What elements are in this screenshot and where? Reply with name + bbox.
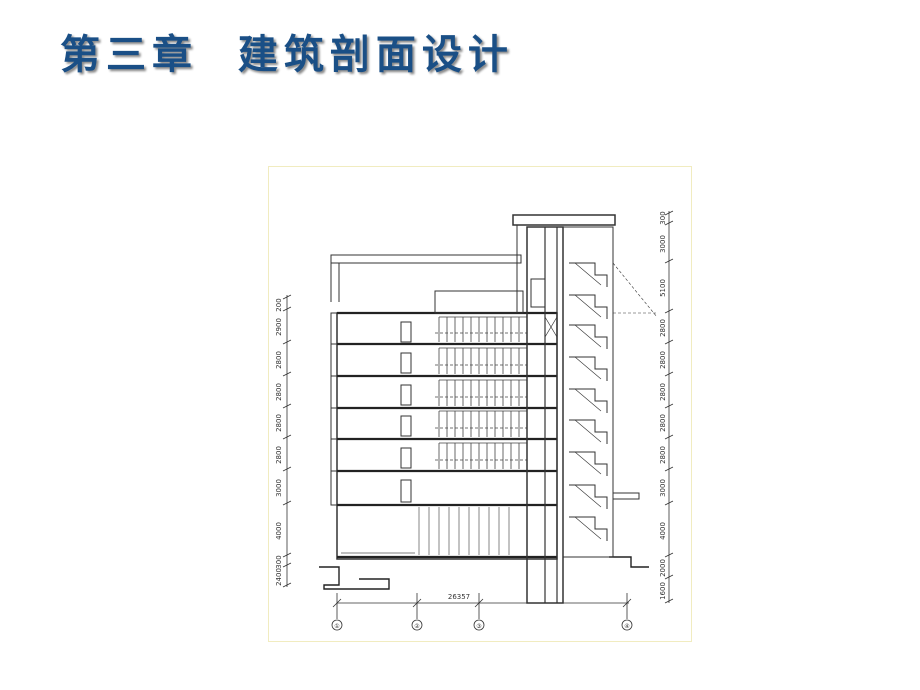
staircase: [562, 226, 614, 558]
axis-label: ④: [624, 623, 629, 630]
elevator-shaft: [530, 278, 546, 308]
left-dimension-label: 2800: [275, 446, 283, 464]
left-dimension-label: 2400: [275, 568, 283, 586]
right-dimension-label: 2000: [659, 559, 667, 577]
axis-label: ②: [414, 623, 420, 630]
left-dimension-label: 2800: [275, 414, 283, 432]
axis-label: ①: [334, 623, 339, 630]
right-dimension-label: 2800: [659, 319, 667, 337]
right-dimension-label: 2800: [659, 383, 667, 401]
left-dimension-label: 3000: [275, 479, 283, 497]
slide-title: 第三章 建筑剖面设计: [60, 31, 514, 78]
bottom-dimension-line: [331, 593, 633, 631]
right-dimension-label: 2800: [659, 414, 667, 432]
left-dimension-label: 2800: [275, 383, 283, 401]
right-dimension-label: 1600: [659, 582, 667, 600]
right-dimension-label: 3000: [659, 479, 667, 497]
ground-line: [319, 566, 390, 590]
roof-box: [434, 290, 524, 314]
right-dimension-label: 3000: [659, 235, 667, 253]
right-dimension-label: 4000: [659, 522, 667, 540]
left-dimension-label: 2800: [275, 351, 283, 369]
tower-roof: [512, 214, 616, 226]
left-dimension-label: 300: [275, 555, 283, 568]
left-dimension-label: 2900: [275, 318, 283, 336]
seating-rows: [435, 316, 527, 469]
roof-parapet: [330, 254, 522, 264]
canopy: [612, 492, 640, 500]
ground-hall: [341, 507, 510, 555]
right-dimension-label: 5100: [659, 279, 667, 297]
left-dimension-label: 4000: [275, 522, 283, 540]
ground-line-right: [609, 556, 649, 568]
interior-doors: [400, 321, 412, 503]
axis-label: ③: [476, 623, 481, 630]
right-dimension-line: [664, 210, 674, 604]
right-dimension-label: 2800: [659, 351, 667, 369]
right-dimension-label: 300: [659, 211, 667, 224]
overall-dimension-label: 26357: [448, 593, 470, 601]
right-dimension-label: 2800: [659, 446, 667, 464]
left-dimension-label: 200: [275, 298, 283, 311]
left-dimension-line: [282, 294, 292, 588]
building-section-drawing: 2002900280028002800280030004000300240030…: [275, 210, 674, 631]
left-facade: [330, 312, 337, 506]
